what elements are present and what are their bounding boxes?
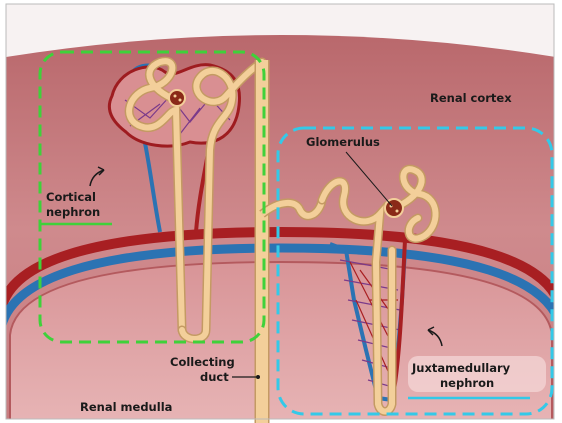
glomerulus-label: Glomerulus xyxy=(306,135,380,149)
cortical-nephron-label-line2: nephron xyxy=(46,205,100,219)
renal-medulla-label: Renal medulla xyxy=(80,400,172,414)
renal-cortex-label: Renal cortex xyxy=(430,91,512,105)
collecting-duct-label-line1: Collecting xyxy=(170,355,235,369)
juxtamedullary-nephron-label-line2: nephron xyxy=(440,376,494,390)
collecting-duct-label-line2: duct xyxy=(200,370,229,384)
cortical-nephron-label-line1: Cortical xyxy=(46,190,96,204)
juxtamedullary-nephron-label-line1: Juxtamedullary xyxy=(411,361,511,375)
